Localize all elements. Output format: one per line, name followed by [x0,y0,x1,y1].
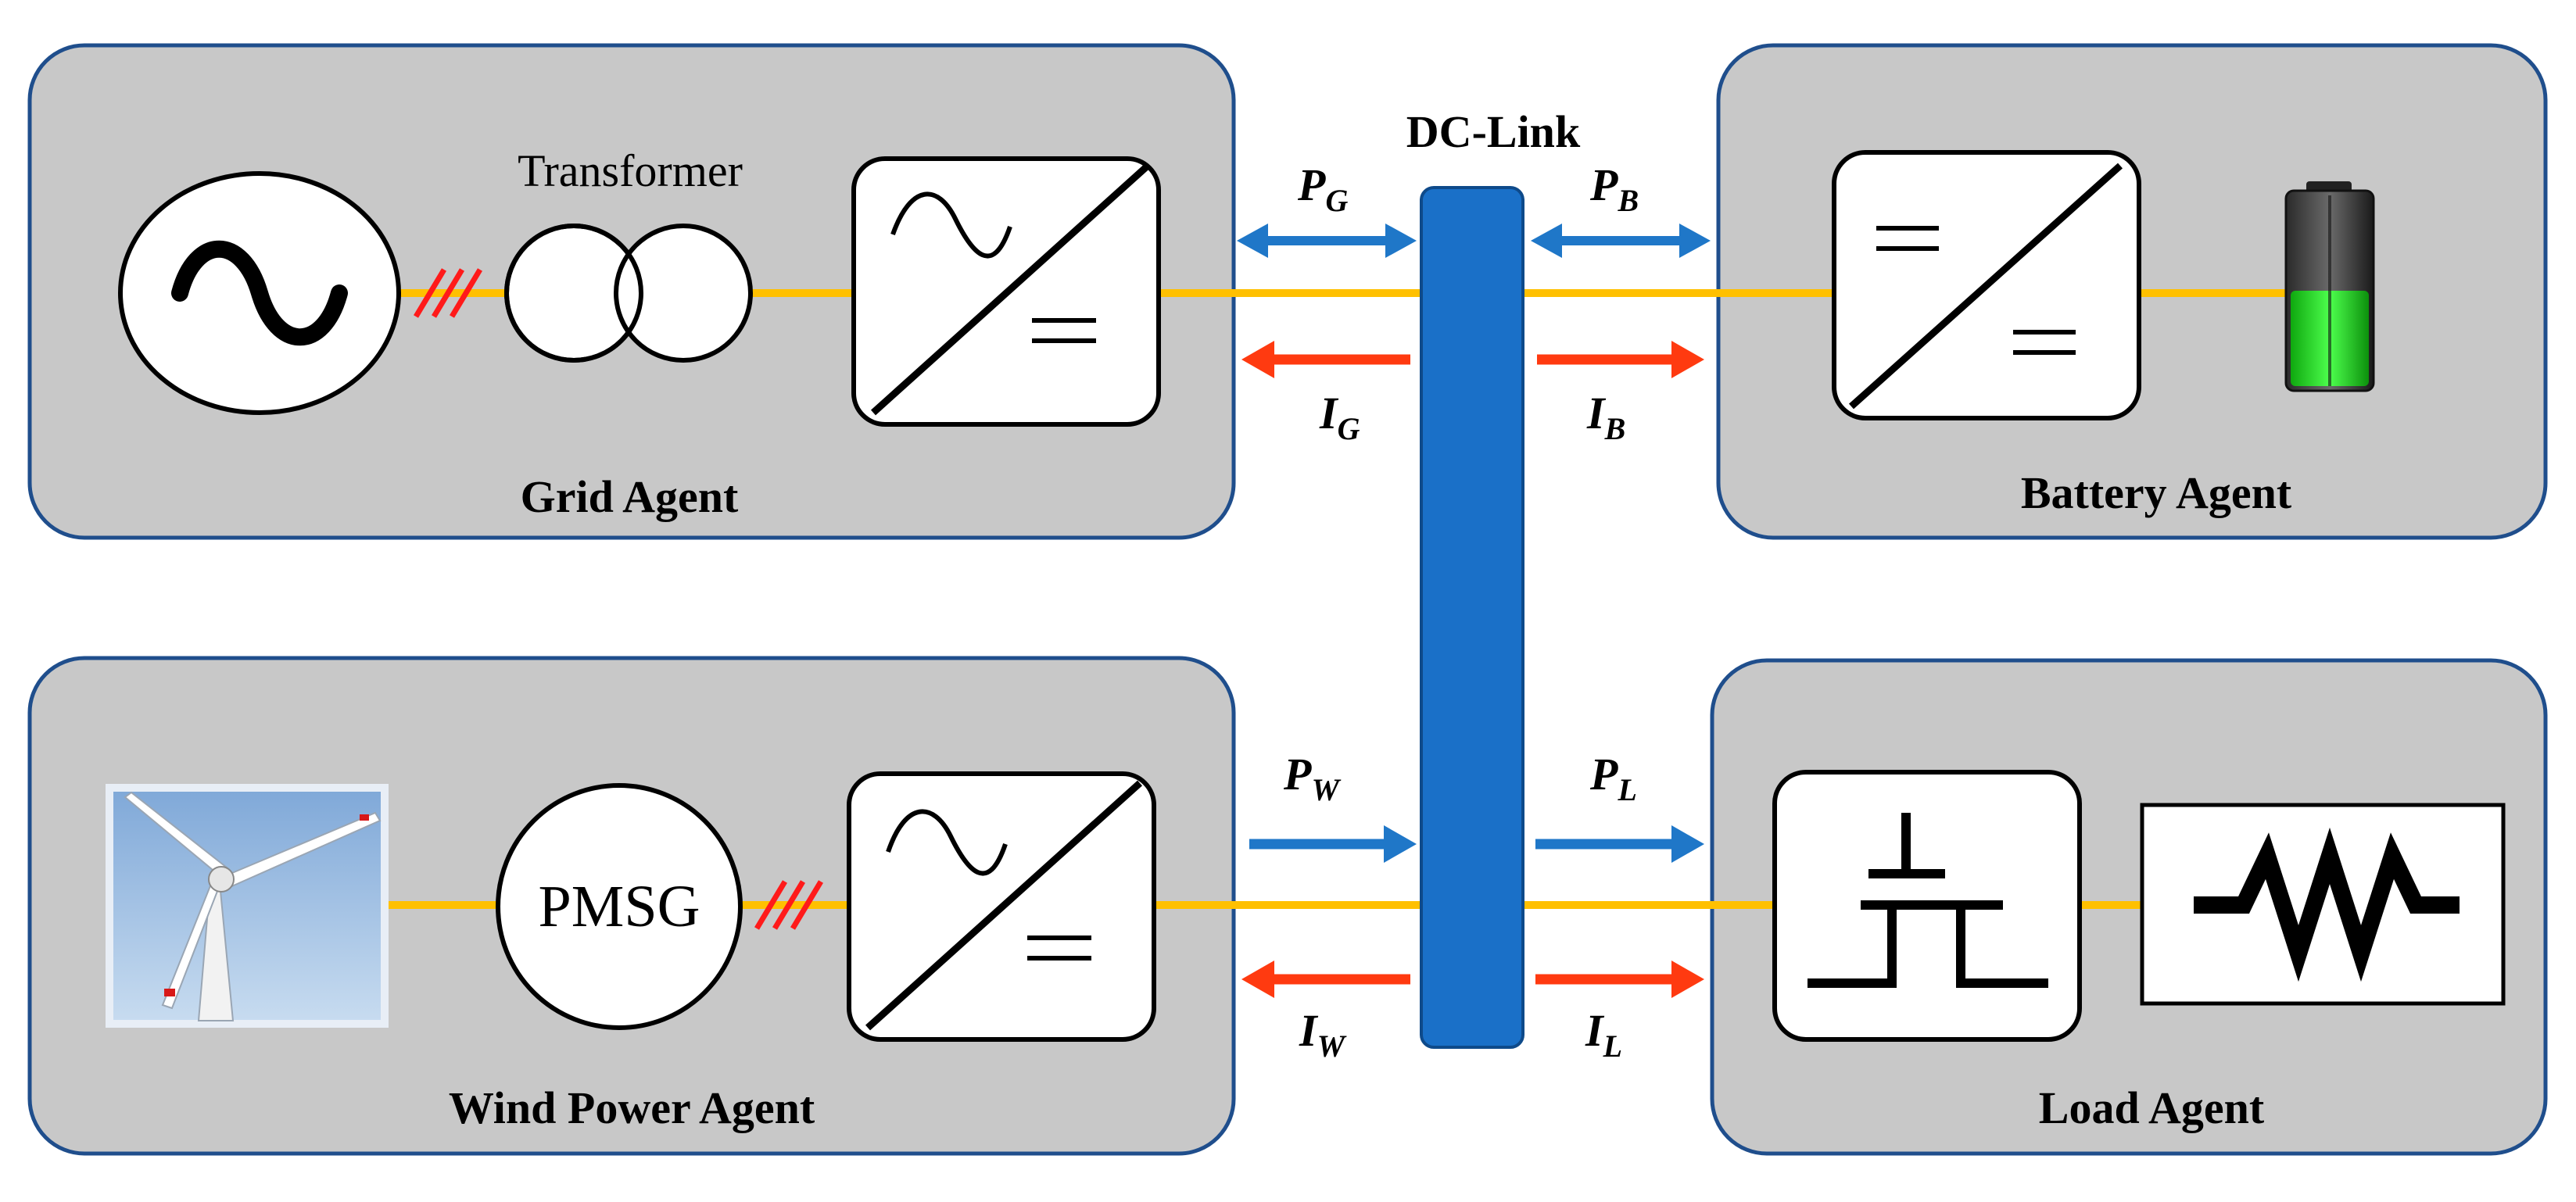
current-arrow-load [1535,961,1704,998]
power-label-load: PL [1589,749,1637,807]
transformer-icon [504,224,753,363]
power-arrow-battery [1531,224,1711,258]
power-arrow-load [1535,825,1704,863]
load-agent-title: Load Agent [2039,1082,2265,1133]
dc-dc-converter-icon [1832,150,2141,420]
current-label-wind: IW [1299,1005,1347,1064]
grid-agent-panel: Transformer Grid Agent [27,43,1423,540]
battery-icon [2284,181,2375,392]
resistor-icon [2140,803,2506,1006]
power-label-battery: PB [1589,159,1639,218]
power-arrow-grid [1237,224,1417,258]
switch-icon [1772,770,2082,1042]
ac-source-icon [118,171,401,415]
generator-icon: PMSG [496,783,743,1030]
current-label-load: IL [1585,1005,1622,1064]
current-arrow-battery [1537,341,1704,378]
power-arrow-wind [1249,825,1417,863]
current-label-battery: IB [1586,388,1625,446]
three-phase-mark-icon [754,880,824,930]
dc-link-bus [1420,186,1524,1049]
transformer-label: Transformer [518,145,743,196]
generator-label: PMSG [539,874,700,939]
battery-agent-title: Battery Agent [2021,467,2292,518]
ac-dc-converter-icon [847,771,1156,1042]
grid-agent-title: Grid Agent [521,471,739,522]
wind-agent-title: Wind Power Agent [449,1082,815,1133]
current-arrow-wind [1241,961,1410,998]
dc-link-label: DC-Link [1406,106,1581,157]
ac-dc-converter-icon [851,156,1161,427]
current-label-grid: IG [1319,388,1360,446]
battery-agent-panel: Battery Agent [1524,43,2548,540]
three-phase-mark-icon [413,268,483,318]
current-arrow-grid [1241,341,1410,378]
power-label-grid: PG [1297,159,1348,218]
wind-turbine-icon [106,784,389,1028]
power-label-wind: PW [1283,749,1341,807]
wind-agent-panel: PMSG Wind Power Agent [27,656,1423,1156]
load-agent-panel: Load Agent [1524,658,2548,1156]
